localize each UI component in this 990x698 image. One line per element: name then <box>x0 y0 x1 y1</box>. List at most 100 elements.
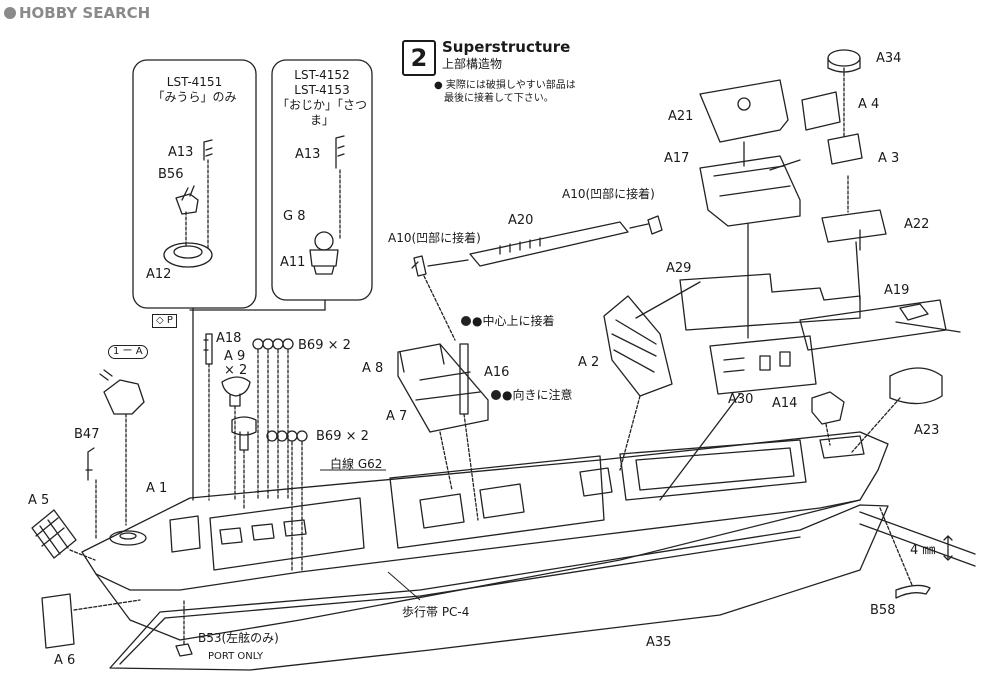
label-a18: A18 <box>216 331 242 346</box>
step-title: Superstructure <box>442 38 571 56</box>
b47-part <box>85 447 95 481</box>
label-b47: B47 <box>74 427 100 442</box>
label-a20: A20 <box>508 213 534 228</box>
label-a9: A 9 <box>224 349 246 364</box>
label-b69-top: B69 × 2 <box>298 338 351 353</box>
label-one-a: 1 ー A <box>108 345 148 359</box>
a22-part <box>821 209 887 243</box>
a2-part <box>603 295 673 397</box>
step-number: 2 <box>402 40 436 76</box>
assembly-arrows <box>635 159 961 333</box>
a29-part <box>679 273 861 331</box>
a19-part <box>799 299 947 351</box>
label-a35: A35 <box>646 635 672 650</box>
label-a1: A 1 <box>146 481 168 496</box>
label-a3: A 3 <box>878 151 900 166</box>
a3-part <box>827 133 863 165</box>
label-b53: B53(左舷のみ) <box>198 631 279 645</box>
variant-right-ship-names: 「おじか」「さつま」 <box>276 98 367 127</box>
a16-part <box>459 343 469 415</box>
label-a16: A16 <box>484 365 510 380</box>
bullet-center-note-icon <box>461 316 471 326</box>
label-port-only: PORT ONLY <box>208 651 264 662</box>
label-a29: A29 <box>666 261 692 276</box>
label-b69-mid: B69 × 2 <box>316 429 369 444</box>
b53-part <box>175 643 193 657</box>
b69-mid-parts <box>266 430 308 442</box>
label-a8: A 8 <box>362 361 384 376</box>
a23-part <box>889 367 943 405</box>
a9-part <box>221 376 251 407</box>
a21-part <box>699 79 789 143</box>
variant-box-left-frame <box>132 59 257 309</box>
label-op-mark: ◇ P <box>152 314 177 328</box>
a4-part <box>801 91 841 131</box>
variant-right-hull-number-2: LST-4153 <box>294 83 350 97</box>
a6-part <box>41 593 75 649</box>
step-note-line1: ● 実際には破損しやすい部品は <box>434 80 576 91</box>
label-a12: A12 <box>146 267 172 282</box>
watermark-text: HOBBY SEARCH <box>19 4 151 22</box>
label-white-line: 白線 G62 <box>330 457 383 471</box>
label-b56: B56 <box>158 167 184 182</box>
a34-part <box>827 49 861 67</box>
variant-left-ship-name: 「みうら」のみ <box>152 90 237 104</box>
a12-part <box>163 242 213 268</box>
variant-box-right-frame <box>271 59 373 301</box>
ship-hull-deck <box>81 431 889 591</box>
label-a7: A 7 <box>386 409 408 424</box>
label-a9-qty: × 2 <box>224 363 248 378</box>
a20-part <box>469 221 629 267</box>
b69-top-parts <box>252 338 294 350</box>
a18-part <box>203 333 213 365</box>
step-subtitle: 上部構造物 <box>442 57 503 71</box>
b56-part <box>175 185 199 215</box>
gun-mount-part <box>99 369 145 415</box>
label-a21: A21 <box>668 109 694 124</box>
label-a4: A 4 <box>858 97 880 112</box>
step-note-line2: 最後に接着して下さい。 <box>444 93 554 104</box>
a10-left-part <box>411 255 427 277</box>
label-a10-right: A10(凹部に接着) <box>562 187 655 201</box>
variant-left-hull-number: LST-4151 <box>166 75 223 89</box>
a17-part <box>699 155 801 227</box>
variant-box-left-head: LST-4151 「みうら」のみ <box>133 75 256 105</box>
label-a30: A30 <box>728 392 754 407</box>
logo-dot-icon <box>4 7 16 19</box>
a30-part <box>709 335 817 395</box>
label-a14: A14 <box>772 396 798 411</box>
label-b58: B58 <box>870 603 896 618</box>
a35-hull-bottom <box>109 504 889 671</box>
a13-part-right <box>335 135 345 169</box>
label-a11: A11 <box>280 255 306 270</box>
label-a6: A 6 <box>54 653 76 668</box>
a13-part-left <box>203 139 213 161</box>
label-direction-note: ●向きに注意 <box>502 388 573 402</box>
a30-deck-recess <box>619 439 807 501</box>
label-a2: A 2 <box>578 355 600 370</box>
variant-right-hull-number-1: LST-4152 <box>294 68 350 82</box>
a10-right-part <box>647 215 663 235</box>
label-center-note: ●中心上に接着 <box>472 314 555 328</box>
a11-part <box>309 249 339 275</box>
a14-part <box>811 391 845 425</box>
label-a34: A34 <box>876 51 902 66</box>
label-a17: A17 <box>664 151 690 166</box>
label-g8: G 8 <box>283 209 306 224</box>
hobby-search-watermark: HOBBY SEARCH <box>4 4 150 22</box>
label-4mm: 4 ㎜ <box>910 543 936 558</box>
label-a5: A 5 <box>28 493 50 508</box>
label-a23: A23 <box>914 423 940 438</box>
bullet-direction-note-icon <box>491 390 501 400</box>
a1-block <box>169 515 201 553</box>
label-a13-left: A13 <box>168 145 194 160</box>
g8-part <box>314 231 334 251</box>
variant-box-right-head: LST-4152 LST-4153 「おじか」「さつま」 <box>272 68 372 128</box>
b58-part <box>895 584 931 599</box>
a5-part <box>31 509 77 559</box>
label-a19: A19 <box>884 283 910 298</box>
ship-hull-side <box>95 499 861 641</box>
label-walkway: 歩行帯 PC-4 <box>402 605 470 619</box>
